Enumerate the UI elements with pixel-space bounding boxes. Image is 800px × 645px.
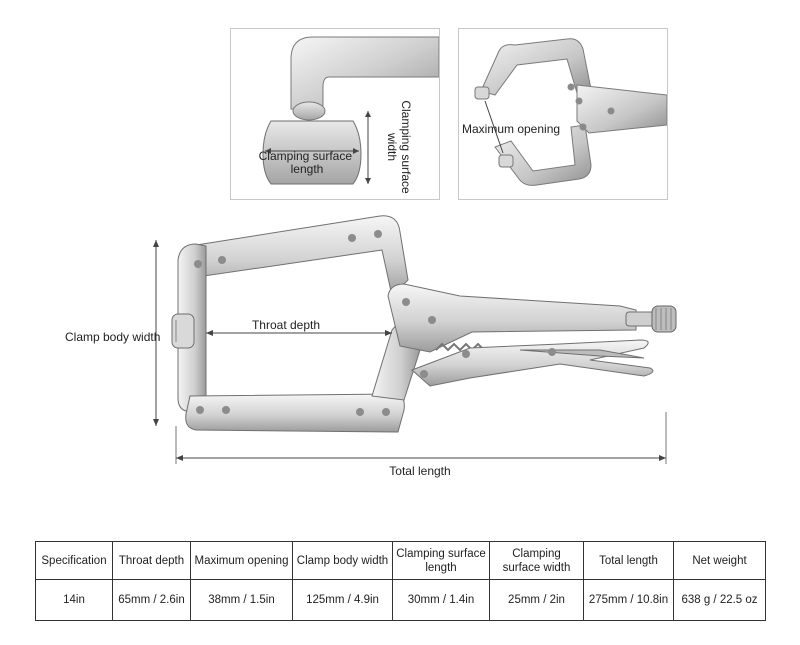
rivet [348, 234, 356, 242]
total-length-arrow-right [659, 455, 666, 461]
handle-section-shape [576, 84, 667, 134]
spec-table-header-cell: Specification [35, 541, 113, 580]
adjusting-knob [651, 305, 677, 333]
spec-table-value-cell: 125mm / 4.9in [292, 579, 393, 621]
total-length-arrow-left [176, 455, 183, 461]
rivet [575, 97, 583, 105]
spec-table-value-cell: 38mm / 1.5in [190, 579, 293, 621]
upper-handle [387, 283, 637, 353]
frame-top-bar [189, 215, 409, 298]
total-length-label: Total length [389, 464, 450, 478]
rivet [402, 298, 410, 306]
rivet [579, 123, 587, 131]
rivet [420, 370, 428, 378]
rivet [356, 408, 364, 416]
maximum-opening-label: Maximum opening [462, 122, 560, 136]
rivet [462, 350, 470, 358]
svg-text:width: width [385, 132, 399, 161]
throat-depth-label: Throat depth [252, 318, 320, 332]
rivet [548, 348, 556, 356]
rivet [222, 406, 230, 414]
spec-table-header-cell: Throat depth [112, 541, 191, 580]
swivel-ball-shape [292, 101, 326, 121]
maximum-opening-drawing: Maximum opening [462, 38, 667, 186]
spec-table-value-cell: 638 g / 22.5 oz [673, 579, 766, 621]
clamp-body-width-arrow-bottom [153, 419, 159, 426]
clamping-surface-drawing: Clamping surface length Clamping surface… [259, 36, 439, 194]
rivet [196, 406, 204, 414]
swivel-pad [171, 313, 195, 349]
upper-jaw-shape [480, 38, 592, 96]
opening-arrow [484, 100, 504, 154]
clamping-surface-detail-panel: Clamping surface length Clamping surface… [230, 28, 440, 200]
spec-table-header-cell: Clamping surface length [392, 541, 490, 580]
spec-table-value-cell: 275mm / 10.8in [583, 579, 674, 621]
spec-table-header-row: Specification Throat depth Maximum openi… [35, 541, 766, 580]
clamping-pad-shape [262, 120, 362, 185]
maximum-opening-detail-panel: Maximum opening [458, 28, 668, 200]
rivet [194, 260, 202, 268]
svg-text:Clamping surface: Clamping surface [399, 100, 413, 194]
spec-table-value-cell: 25mm / 2in [489, 579, 584, 621]
spec-table-header-cell: Maximum opening [190, 541, 293, 580]
spec-table-value-row: 14in 65mm / 2.6in 38mm / 1.5in 125mm / 4… [35, 579, 766, 621]
clamp-body-width-label: Clamp body width [65, 330, 160, 344]
length-arrow-head-right [353, 148, 359, 154]
spec-table-value-cell: 65mm / 2.6in [112, 579, 191, 621]
lower-pad-shape [498, 154, 514, 168]
clamping-surface-length-label: Clamping surface length [259, 149, 356, 176]
width-arrow-head-bottom [365, 178, 371, 184]
spec-table-value-cell: 30mm / 1.4in [392, 579, 490, 621]
spec-table-header-cell: Total length [583, 541, 674, 580]
rivet [382, 408, 390, 416]
lower-handle [411, 339, 654, 387]
specification-table: Specification Throat depth Maximum openi… [35, 541, 766, 621]
spring [435, 342, 485, 352]
length-arrow-head-left [265, 148, 271, 154]
clamp-arm-shape [290, 36, 439, 112]
clamp-main-diagram: Clamp body width Throat depth Total leng… [65, 215, 677, 478]
upper-pad-shape [474, 86, 490, 100]
rivet [567, 83, 575, 91]
rivet [607, 107, 615, 115]
spec-table-header-cell: Net weight [673, 541, 766, 580]
rivet [218, 256, 226, 264]
spec-table-header-cell: Clamping surface width [489, 541, 584, 580]
clamping-surface-width-label: Clamping surface width [385, 100, 413, 194]
width-arrow-head-top [365, 111, 371, 117]
throat-depth-arrow-left [206, 330, 213, 336]
rivet [374, 230, 382, 238]
spec-table-value-cell: 14in [35, 579, 113, 621]
spec-table-header-cell: Clamp body width [292, 541, 393, 580]
clamp-body-width-arrow-top [153, 240, 159, 247]
frame-bottom-bar [185, 393, 405, 433]
rivet [428, 316, 436, 324]
throat-depth-arrow-right [385, 330, 392, 336]
